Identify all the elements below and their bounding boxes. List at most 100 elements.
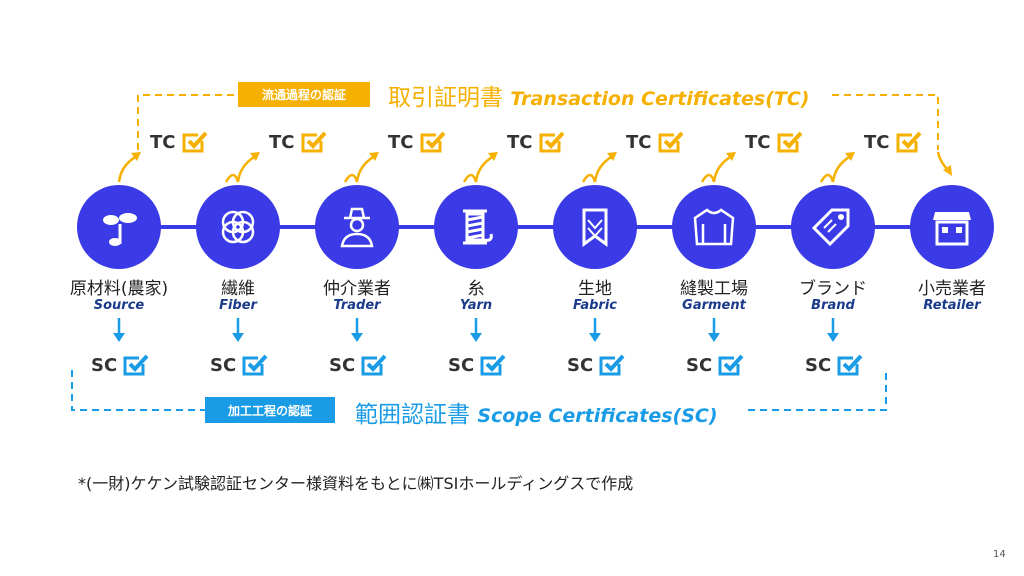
node-label-en: Garment bbox=[682, 298, 746, 313]
tc-arrowhead bbox=[131, 152, 141, 161]
sc-title-en: Scope Certificates(SC) bbox=[477, 405, 718, 427]
node-label-jp: 縫製工場 bbox=[680, 279, 748, 299]
checkbox-checked-icon bbox=[301, 131, 326, 153]
checkbox-checked-icon bbox=[361, 354, 387, 376]
node-label-en: Source bbox=[93, 298, 145, 313]
sc-arrowhead bbox=[232, 333, 244, 342]
sc-label: SC bbox=[567, 354, 594, 376]
tc-arrowhead bbox=[845, 152, 855, 161]
sc-check: SC bbox=[329, 354, 387, 376]
tc-dashed-left bbox=[137, 94, 240, 150]
tc-badge: 流通過程の認証 bbox=[238, 82, 370, 107]
tc-label: TC bbox=[745, 131, 771, 153]
sc-check: SC bbox=[567, 354, 625, 376]
checkbox-checked-icon bbox=[242, 354, 268, 376]
node-label-jp: 糸 bbox=[467, 279, 485, 299]
sc-check: SC bbox=[91, 354, 149, 376]
tc-check: TC bbox=[745, 131, 803, 153]
checkbox-checked-icon bbox=[480, 354, 506, 376]
checkbox-checked-icon bbox=[896, 131, 921, 153]
tc-check: TC bbox=[626, 131, 684, 153]
sprout-icon bbox=[103, 213, 137, 246]
node-trader bbox=[315, 185, 399, 269]
sweater-icon bbox=[693, 208, 735, 246]
node-source bbox=[77, 185, 161, 269]
tc-label: TC bbox=[388, 131, 414, 153]
checkbox-checked-icon bbox=[123, 354, 149, 376]
tc-arrow bbox=[700, 154, 733, 183]
agent-icon bbox=[340, 207, 374, 248]
tc-title-jp: 取引証明書 bbox=[388, 85, 503, 111]
sc-label: SC bbox=[686, 354, 713, 376]
checkbox-checked-icon bbox=[539, 131, 564, 153]
tc-arrowhead bbox=[943, 165, 952, 176]
sc-dashed-right bbox=[748, 372, 887, 411]
node-label-en: Retailer bbox=[923, 298, 981, 313]
checkbox-checked-icon bbox=[658, 131, 683, 153]
node-label-jp: 仲介業者 bbox=[323, 279, 391, 299]
tc-arrowhead bbox=[369, 152, 379, 161]
node-label-en: Trader bbox=[333, 298, 381, 313]
node-label-en: Fiber bbox=[219, 298, 257, 313]
node-label-en: Fabric bbox=[572, 298, 618, 313]
tc-arrowhead bbox=[726, 152, 736, 161]
tc-label: TC bbox=[150, 131, 176, 153]
page-number: 14 bbox=[993, 549, 1006, 560]
sc-arrowhead bbox=[708, 333, 720, 342]
fiber-icon bbox=[221, 210, 255, 244]
tc-arrowhead bbox=[488, 152, 498, 161]
node-yarn bbox=[434, 185, 518, 269]
checkbox-checked-icon bbox=[420, 131, 445, 153]
tc-label: TC bbox=[269, 131, 295, 153]
node-garment bbox=[672, 185, 756, 269]
tag-icon bbox=[811, 208, 850, 247]
sc-title-jp: 範囲認証書 bbox=[355, 402, 470, 428]
sc-arrowhead bbox=[351, 333, 363, 342]
checkbox-checked-icon bbox=[599, 354, 625, 376]
store-icon bbox=[933, 212, 971, 246]
tc-check: TC bbox=[507, 131, 565, 153]
node-label-jp: 原材料(農家) bbox=[69, 279, 169, 299]
fabric-icon bbox=[582, 208, 608, 247]
node-fiber bbox=[196, 185, 280, 269]
node-label-jp: 繊維 bbox=[221, 279, 255, 299]
sc-arrowhead bbox=[827, 333, 839, 342]
node-label-jp: ブランド bbox=[799, 279, 867, 299]
footnote: *(一財)ケケン試験認証センター様資料をもとに㈱TSIホールディングスで作成 bbox=[78, 474, 634, 493]
tc-title-en: Transaction Certificates(TC) bbox=[510, 88, 810, 110]
sc-badge: 加工工程の認証 bbox=[205, 397, 335, 423]
checkbox-checked-icon bbox=[777, 131, 802, 153]
checkbox-checked-icon bbox=[718, 354, 744, 376]
tc-check: TC bbox=[269, 131, 327, 153]
sc-title: 範囲認証書 Scope Certificates(SC) bbox=[355, 395, 718, 429]
sc-label: SC bbox=[448, 354, 475, 376]
node-fabric bbox=[553, 185, 637, 269]
sc-check: SC bbox=[210, 354, 268, 376]
node-retailer bbox=[910, 185, 994, 269]
tc-arrow bbox=[224, 154, 257, 183]
node-label-jp: 生地 bbox=[578, 279, 612, 299]
sc-label: SC bbox=[210, 354, 237, 376]
tc-title: 取引証明書 Transaction Certificates(TC) bbox=[388, 78, 809, 112]
tc-check: TC bbox=[388, 131, 446, 153]
sc-check: SC bbox=[805, 354, 863, 376]
sc-arrowhead bbox=[470, 333, 482, 342]
node-label-en: Brand bbox=[811, 298, 855, 313]
tc-check: TC bbox=[150, 131, 208, 153]
spool-icon bbox=[463, 209, 493, 245]
sc-arrowhead bbox=[113, 333, 125, 342]
tc-label: TC bbox=[507, 131, 533, 153]
sc-label: SC bbox=[329, 354, 356, 376]
node-label-en: Yarn bbox=[459, 298, 493, 313]
sc-label: SC bbox=[91, 354, 118, 376]
sc-dashed-left bbox=[71, 370, 205, 411]
tc-arrow-retailer bbox=[936, 151, 949, 171]
sc-check: SC bbox=[686, 354, 744, 376]
tc-arrow bbox=[343, 154, 376, 183]
sc-arrowhead bbox=[589, 333, 601, 342]
node-brand bbox=[791, 185, 875, 269]
sc-check: SC bbox=[448, 354, 506, 376]
tc-label: TC bbox=[626, 131, 652, 153]
node-label-jp: 小売業者 bbox=[918, 279, 986, 299]
tc-arrowhead bbox=[250, 152, 260, 161]
